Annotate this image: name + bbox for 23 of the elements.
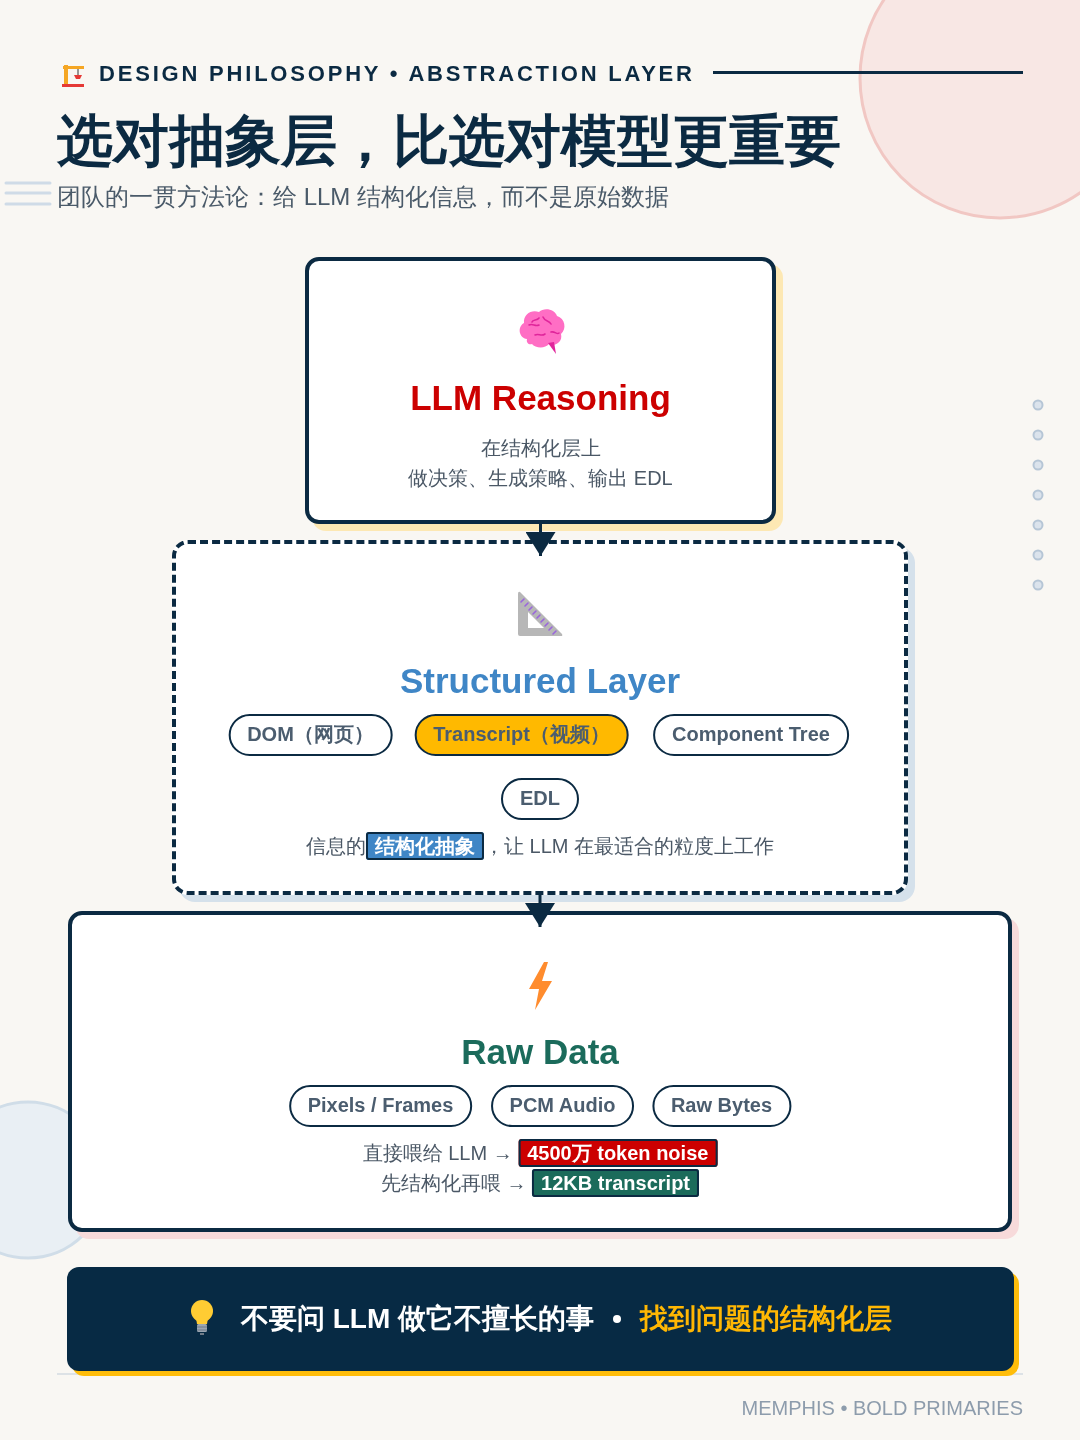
card-title: Raw Data (461, 1031, 619, 1073)
tag-pill: PCM Audio (490, 1085, 635, 1127)
card-text: 先结构化再喂 → 12KB transcript (380, 1168, 700, 1198)
banner-text: 不要问 LLM 做它不擅长的事 (240, 1302, 595, 1336)
tag-pill: Component Tree (653, 714, 849, 756)
footer-text: MEMPHIS • BOLD PRIMARIES (741, 1396, 1023, 1421)
card-title: Structured Layer (399, 660, 681, 702)
arrow (525, 895, 555, 927)
tag-pill: Raw Bytes (651, 1085, 792, 1127)
kicker-text: DESIGN PHILOSOPHY • ABSTRACTION LAYER (99, 61, 695, 87)
tag-pill: EDL (501, 778, 579, 820)
card-text: 在结构化层上 (480, 436, 601, 461)
banner-text: 找到问题的结构化层 (640, 1302, 893, 1336)
card-text: 做决策、生成策略、输出 EDL (408, 466, 673, 491)
arrow (525, 524, 556, 556)
card-title: LLM Reasoning (410, 377, 671, 419)
subtitle: 团队的一贯方法论：给 LLM 结构化信息，而不是原始数据 (57, 182, 670, 212)
page-title: 选对抽象层，比选对模型更重要 (57, 108, 841, 174)
tag-pill: Transcript（视频） (414, 714, 629, 756)
card-text: 信息的结构化抽象，让 LLM 在最适合的粒度上工作 (306, 831, 774, 861)
tag-pill: DOM（网页） (228, 714, 393, 756)
tag-pill: Pixels / Frames (288, 1085, 473, 1127)
card-text: 直接喂给 LLM → 4500万 token noise (362, 1138, 718, 1168)
